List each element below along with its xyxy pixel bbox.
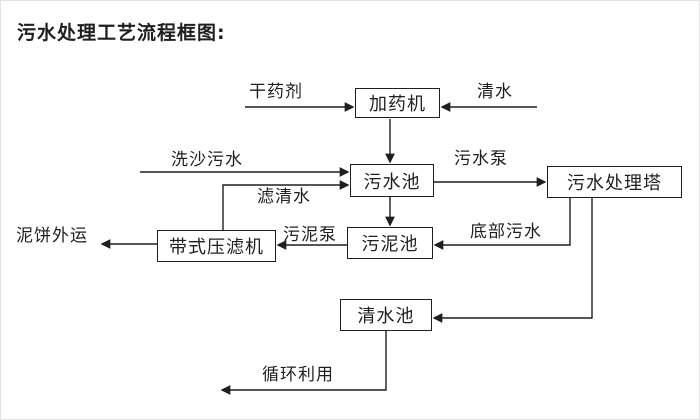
- node-clean-water-pool: 清水池: [340, 299, 432, 331]
- arrow-tower-to-clean-pool: [432, 198, 593, 323]
- edge-label-bottom-sewage: 底部污水: [470, 222, 542, 242]
- node-sludge-pool: 污泥池: [347, 227, 433, 259]
- node-sewage-pool-label: 污水池: [363, 171, 421, 193]
- node-sewage-treatment-tower: 污水处理塔: [547, 166, 682, 198]
- node-clean-water-pool-label: 清水池: [357, 306, 415, 327]
- edge-label-clean-water: 清水: [477, 82, 513, 102]
- node-dosing-machine: 加药机: [355, 88, 440, 118]
- node-belt-filter-press-label: 带式压滤机: [169, 237, 264, 258]
- arrow-filtered-water-to-pool: [222, 180, 350, 230]
- edge-label-recycling: 循环利用: [262, 365, 334, 385]
- edge-label-sludge-pump: 污泥泵: [283, 225, 337, 245]
- page-title: 污水处理工艺流程框图:: [17, 22, 226, 44]
- node-belt-filter-press: 带式压滤机: [157, 230, 276, 262]
- node-sewage-treatment-tower-label: 污水处理塔: [567, 173, 662, 194]
- edge-label-mud-cake-outbound: 泥饼外运: [16, 226, 88, 246]
- node-sewage-pool: 污水池: [350, 164, 434, 197]
- arrow-clean-pool-to-recycle: [220, 331, 387, 395]
- node-sludge-pool-label: 污泥池: [361, 234, 419, 255]
- edge-label-sand-washing-sewage: 洗沙污水: [171, 150, 243, 170]
- edge-label-sewage-pump: 污水泵: [454, 149, 508, 169]
- edge-label-dry-chemical: 干药剂: [249, 82, 303, 102]
- arrow-tower-bottom-to-sludge: [433, 198, 571, 250]
- edge-label-filtered-water: 滤清水: [257, 187, 311, 207]
- node-dosing-machine-label: 加药机: [369, 94, 426, 115]
